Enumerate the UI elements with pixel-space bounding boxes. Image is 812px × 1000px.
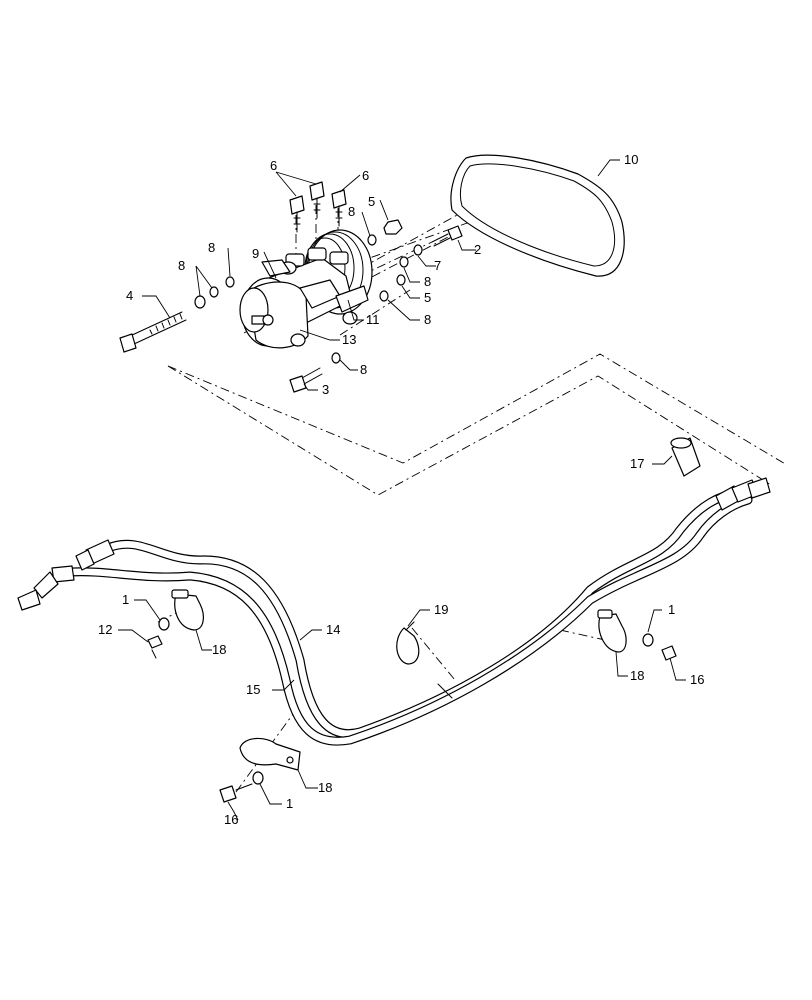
callout-16-right: 16: [690, 672, 704, 687]
fittings-left: [17, 539, 115, 611]
callout-3: 3: [322, 382, 329, 397]
callout-18-right: 18: [630, 668, 644, 683]
callout-16-bottom: 16: [224, 812, 238, 827]
bolt-2: [431, 225, 463, 247]
callout-4: 4: [126, 288, 133, 303]
callout-7: 7: [434, 258, 441, 273]
callout-5-right: 5: [424, 290, 431, 305]
callout-10: 10: [624, 152, 638, 167]
cable-tie-19: [396, 621, 420, 665]
callout-12: 12: [98, 622, 112, 637]
callout-2: 2: [474, 242, 481, 257]
callout-labels: 10 6 6 5 8 8 9 8 2 7 8 4 5 11 8 13 8 3 1…: [98, 152, 704, 827]
clamp-hardware: [147, 617, 677, 803]
callout-8-left: 8: [178, 258, 185, 273]
callout-8-right-b: 8: [424, 312, 431, 327]
bolt-3: [289, 367, 323, 393]
callout-8-right-a: 8: [424, 274, 431, 289]
compressor: [239, 229, 373, 349]
callout-5-top: 5: [368, 194, 375, 209]
leader-lines: [118, 159, 686, 821]
callout-13: 13: [342, 332, 356, 347]
callout-1-left: 1: [122, 592, 129, 607]
fittings-right: [715, 477, 771, 511]
v-belt: [450, 154, 625, 277]
callout-15: 15: [246, 682, 260, 697]
callout-17: 17: [630, 456, 644, 471]
callout-18-bottom: 18: [318, 780, 332, 795]
callout-18-left: 18: [212, 642, 226, 657]
callout-8-top-left: 8: [208, 240, 215, 255]
callout-19: 19: [434, 602, 448, 617]
callout-8-top-right: 8: [348, 204, 355, 219]
callout-14: 14: [326, 622, 340, 637]
washers-nuts: [194, 219, 423, 364]
bolts-6: [289, 181, 347, 233]
clamps-18: [171, 589, 627, 771]
callout-1-bottom: 1: [286, 796, 293, 811]
cap-17: [670, 437, 701, 477]
bolt-4: [119, 311, 187, 353]
callout-9: 9: [252, 246, 259, 261]
callout-1-right: 1: [668, 602, 675, 617]
hoses: [65, 487, 753, 746]
callout-11: 11: [366, 312, 380, 327]
callout-6-right: 6: [362, 168, 369, 183]
callout-8-bottom: 8: [360, 362, 367, 377]
callout-6-left: 6: [270, 158, 277, 173]
